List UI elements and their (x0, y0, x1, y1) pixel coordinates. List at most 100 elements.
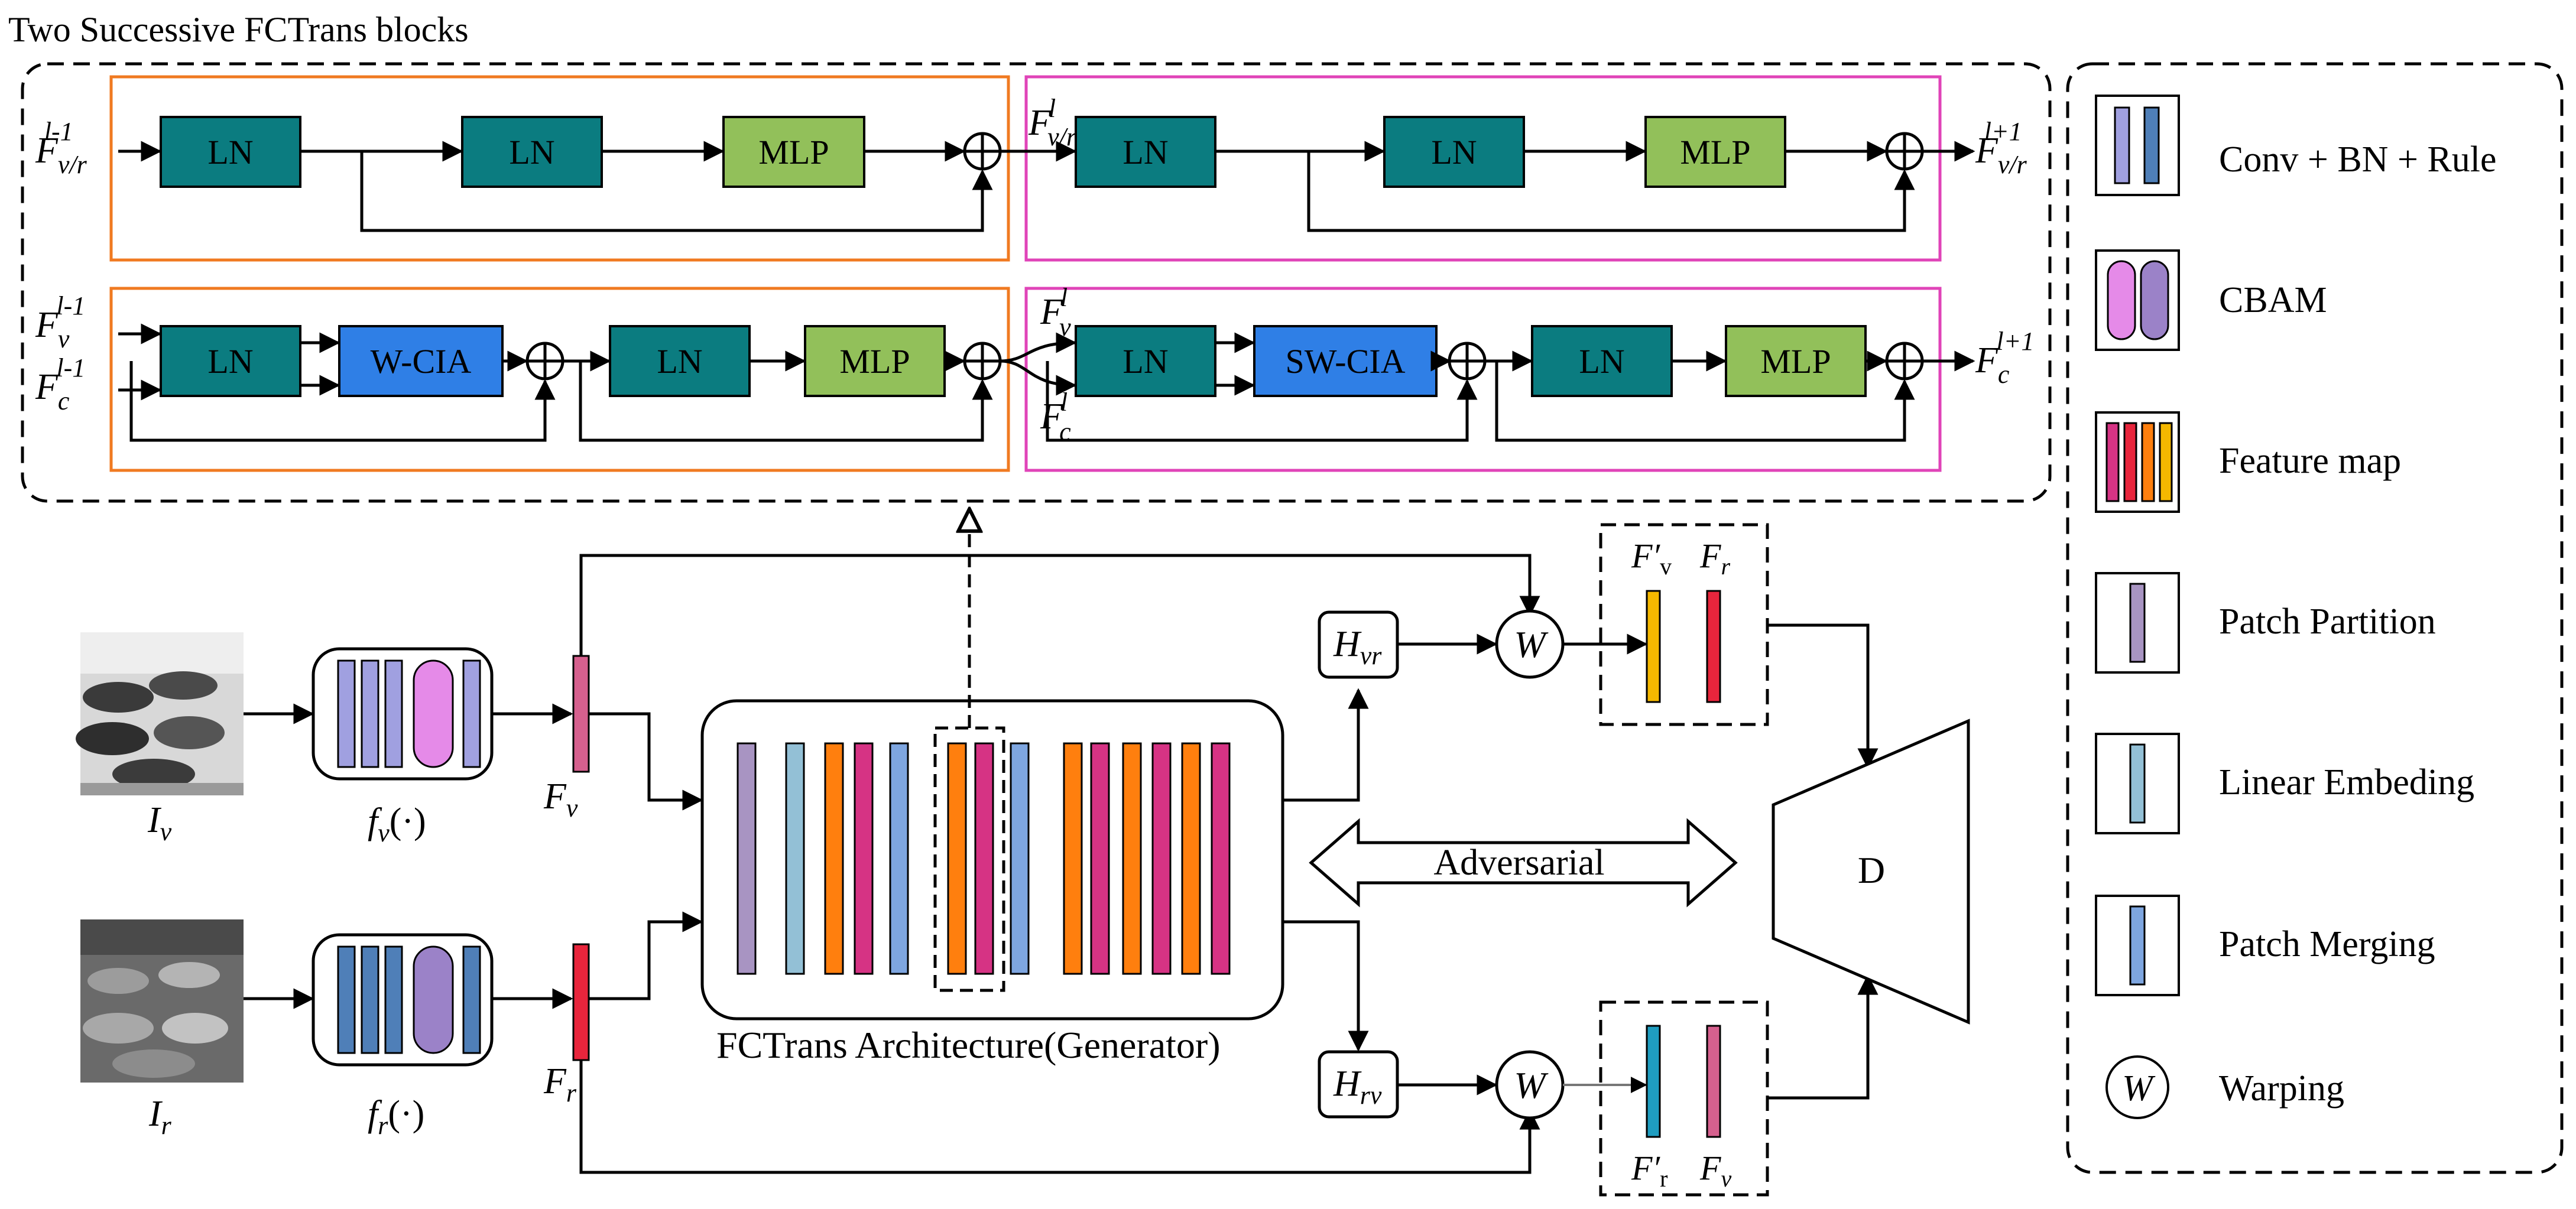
fprime-r-label: F′r (1631, 1149, 1667, 1192)
adversarial-label: Adversarial (1433, 843, 1604, 883)
mlp-label: MLP (1680, 133, 1750, 171)
feature-orange-layer (947, 742, 967, 975)
feature-pink-layer (974, 742, 994, 975)
patch-merge-layer (889, 742, 909, 975)
fv-feature-label: Fv (543, 776, 578, 823)
diagram-title: Two Successive FCTrans blocks (8, 10, 469, 49)
feat-swatch-yellow (2159, 422, 2173, 502)
conv-layer (462, 945, 481, 1054)
ln-label: LN (1122, 133, 1168, 171)
arrow-gen-hvr (1283, 688, 1369, 802)
arrow-fv-generator (589, 712, 703, 811)
feature-orange-layer (824, 742, 844, 975)
conv-layer (384, 659, 403, 768)
discriminator-label: D (1858, 849, 1885, 891)
fv-feature (572, 655, 590, 773)
fr-pair-label: Fr (1699, 537, 1730, 580)
legend-cbam-label: CBAM (2219, 280, 2327, 320)
plus-sign (1887, 343, 1922, 379)
fprime-v-label: F′v (1631, 537, 1672, 580)
fv-func-label: fv(·) (368, 801, 426, 847)
legend-swatch-frame (2095, 95, 2180, 196)
fr-encoder (312, 933, 494, 1067)
ln-label: LN (657, 342, 702, 381)
ground (80, 783, 244, 795)
ln-block (1075, 325, 1216, 397)
fv-route-to-warp-top (579, 554, 1540, 656)
left-lower-frame (109, 287, 1010, 472)
swcia-block (1253, 325, 1438, 397)
legend-patch-partition: Patch Partition (2095, 572, 2436, 674)
legend-cbam: CBAM (2095, 249, 2327, 351)
generator-layers (737, 742, 1231, 975)
linear-embed-layer (785, 742, 805, 975)
feature-pink-layer (1151, 742, 1172, 975)
visible-image (76, 632, 244, 795)
left-upper-frame (109, 75, 1010, 262)
mlp-label: MLP (758, 133, 829, 171)
discriminator-shape (1772, 719, 1970, 1025)
ln-label: LN (1122, 342, 1168, 381)
fr-pair-feature (1706, 590, 1721, 703)
plus-sign (1449, 343, 1485, 379)
feat-swatch-red (2123, 422, 2137, 502)
iv-label: Iv (147, 800, 172, 846)
legend-warping-label: Warping (2219, 1068, 2344, 1109)
connector-fc (1000, 359, 1077, 396)
patch-partition-layer (737, 742, 757, 975)
hrv-label: Hrv (1333, 1064, 1382, 1110)
legend-feature-label: Feature map (2219, 441, 2401, 481)
feature-orange-layer (1063, 742, 1083, 975)
fctrans-blocks-frame (21, 62, 2052, 503)
feature-pink-layer (1211, 742, 1231, 975)
fr-route-to-warp-bottom (579, 1060, 1540, 1174)
generator-caption: FCTrans Architecture(Generator) (716, 1024, 1221, 1066)
car-shape (112, 759, 195, 789)
feature-pink-layer (854, 742, 874, 975)
ln-block (1075, 116, 1216, 188)
warp-swatch-label: W (2122, 1068, 2156, 1109)
warp-top-label: W (1514, 623, 1549, 665)
wcia-block (338, 325, 504, 397)
legend-patch-partition-label: Patch Partition (2219, 602, 2436, 642)
fprime-r-feature (1646, 1025, 1661, 1138)
ln-block (1383, 116, 1525, 188)
hvr-label: Hvr (1333, 624, 1382, 670)
mlp-label: MLP (839, 342, 910, 381)
legend-linear-embed-label: Linear Embeding (2219, 762, 2474, 802)
input-fc-prev-label: Fcl-1 (35, 353, 85, 415)
conv-layer (462, 659, 481, 768)
car-shape (149, 671, 218, 700)
fr-feature (572, 943, 590, 1061)
legend-feature-map: Feature map (2095, 411, 2401, 513)
mlp-block (1725, 325, 1867, 397)
ln-label: LN (1431, 133, 1477, 171)
skip-connection (360, 151, 993, 232)
ln-block (1531, 325, 1673, 397)
car-shape (83, 1013, 154, 1044)
wcia-label: W-CIA (371, 342, 472, 381)
ln-block (461, 116, 603, 188)
mlp-block (1644, 116, 1786, 188)
ln-label: LN (1579, 342, 1624, 381)
output-fc-next-label: Fcl+1 (1975, 327, 2034, 389)
ln-block (160, 325, 301, 397)
highlighted-block-frame (933, 726, 1005, 992)
ir-label: Ir (148, 1094, 172, 1140)
visible-image-sky (80, 632, 244, 674)
conv-swatch-v (2114, 106, 2130, 184)
legend-patch-merging-label: Patch Merging (2219, 924, 2435, 964)
feature-pink-layer (1090, 742, 1110, 975)
feat-swatch-pink (2105, 422, 2120, 502)
adversarial-arrow (1309, 818, 1738, 908)
arrow-bottom-pair-d (1767, 974, 1879, 1100)
swcia-label: SW-CIA (1286, 342, 1406, 381)
skip-connection (1046, 361, 1478, 442)
plus-sign (965, 134, 1000, 169)
lower-left-row: Fvl-1 Fcl-1 LN W-CIA LN MLP (35, 291, 1077, 442)
infrared-image-sky (80, 919, 244, 955)
conv-layer (337, 945, 356, 1054)
